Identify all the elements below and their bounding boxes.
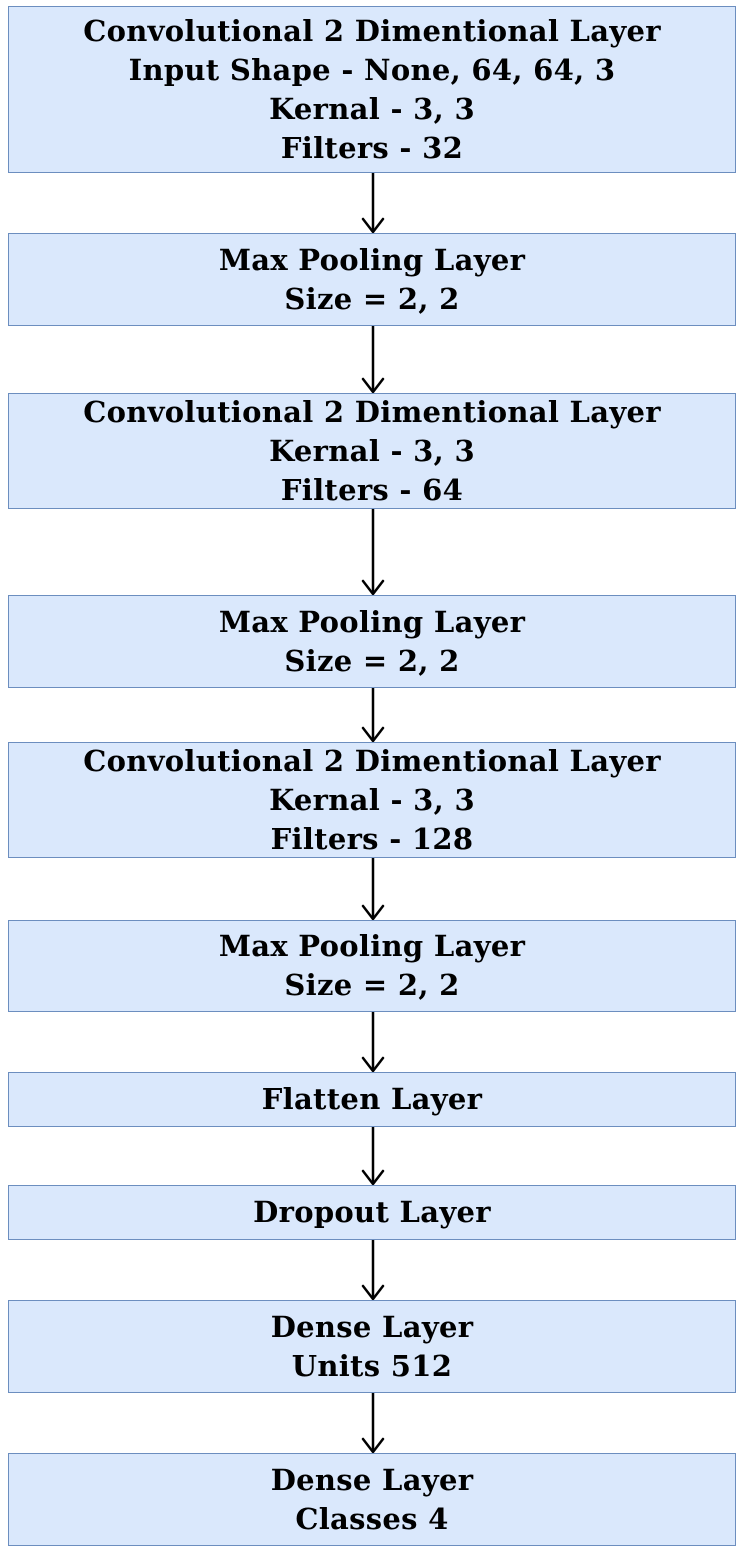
arrow-head <box>361 1169 385 1186</box>
conv2d-layer-3-line-1: Convolutional 2 Dimentional Layer <box>83 743 661 778</box>
max-pooling-layer-3-line-1: Max Pooling Layer <box>218 929 526 963</box>
arrow-head <box>361 726 385 743</box>
arrow-down-icon <box>361 688 385 743</box>
arrow-down-icon <box>361 1127 385 1186</box>
conv2d-layer-1-line-2: Input Shape - None, 64, 64, 3 <box>128 52 616 87</box>
dense-layer-2-line-1: Dense Layer <box>270 1462 474 1497</box>
conv2d-layer-2-line-1: Convolutional 2 Dimentional Layer <box>83 394 661 429</box>
conv2d-layer-3-line-3: Filters - 128 <box>270 821 474 856</box>
arrow-head <box>361 1284 385 1301</box>
conv2d-layer-2-line-3: Filters - 64 <box>280 472 464 507</box>
dense-layer-1-line-1: Dense Layer <box>270 1309 474 1344</box>
arrow-head <box>361 904 385 921</box>
max-pooling-layer-1-line-2: Size = 2, 2 <box>284 281 460 316</box>
arrow-head <box>361 1056 385 1073</box>
max-pooling-layer-1-line-1: Max Pooling Layer <box>218 242 526 277</box>
arrow-down-icon <box>361 509 385 596</box>
flatten-layer-line-1: Flatten Layer <box>261 1082 483 1116</box>
arrow-head <box>361 1437 385 1454</box>
dropout-layer-box: Dropout Layer <box>8 1185 736 1240</box>
arrow-down-icon <box>361 326 385 394</box>
max-pooling-layer-2-line-2: Size = 2, 2 <box>284 643 460 678</box>
conv2d-layer-2-line-2: Kernal - 3, 3 <box>269 433 475 468</box>
dense-layer-2-line-2: Classes 4 <box>295 1501 449 1536</box>
dense-layer-1-line-2: Units 512 <box>291 1348 453 1383</box>
flatten-layer-box: Flatten Layer <box>8 1072 736 1127</box>
arrow-down-icon <box>361 1393 385 1454</box>
max-pooling-layer-2-line-1: Max Pooling Layer <box>218 604 526 639</box>
arrow-head <box>361 217 385 234</box>
dropout-layer-line-1: Dropout Layer <box>253 1195 491 1229</box>
arrow-head <box>361 579 385 596</box>
arrow-down-icon <box>361 173 385 234</box>
conv2d-layer-3-line-2: Kernal - 3, 3 <box>269 782 475 817</box>
conv2d-layer-1-line-4: Filters - 32 <box>280 130 464 165</box>
conv2d-layer-1-line-1: Convolutional 2 Dimentional Layer <box>83 13 661 48</box>
conv2d-layer-1-line-3: Kernal - 3, 3 <box>269 91 475 126</box>
arrow-down-icon <box>361 858 385 921</box>
max-pooling-layer-3-line-2: Size = 2, 2 <box>284 968 460 1002</box>
arrow-down-icon <box>361 1240 385 1301</box>
arrow-down-icon <box>361 1012 385 1073</box>
arrow-head <box>361 377 385 394</box>
